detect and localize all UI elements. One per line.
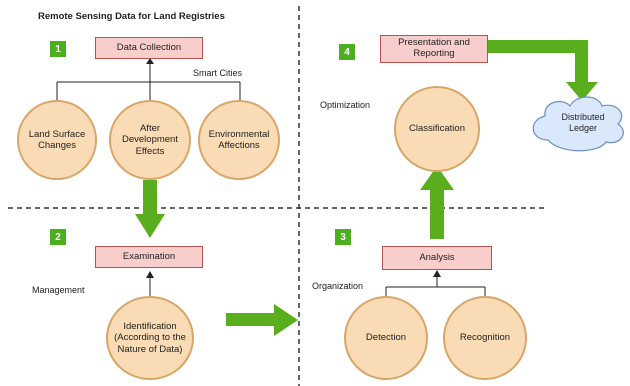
q1-badge: 1 xyxy=(50,41,66,57)
q3-arrowhead xyxy=(433,270,441,277)
q1-connector xyxy=(56,60,241,100)
arrow-q2-to-q3 xyxy=(226,304,298,336)
smart-cities-label: Smart Cities xyxy=(193,68,243,78)
ledger-cloud xyxy=(532,96,624,152)
organization-label: Organization xyxy=(312,281,364,291)
data-collection-box: Data Collection xyxy=(95,37,203,59)
arrow-q3-to-q4 xyxy=(420,166,454,239)
analysis-box: Analysis xyxy=(382,246,492,270)
identification-circle: Identification (According to the Nature … xyxy=(106,296,194,380)
recognition-circle: Recognition xyxy=(443,296,527,380)
classification-circle: Classification xyxy=(394,86,480,172)
q2-arrowhead xyxy=(146,271,154,278)
distributed-ledger-label: Distributed Ledger xyxy=(561,112,605,133)
q4-badge: 4 xyxy=(339,44,355,60)
detection-circle: Detection xyxy=(344,296,428,380)
q3-badge: 3 xyxy=(335,229,351,245)
environmental-affections-circle: Environmental Affections xyxy=(198,100,280,180)
q2-badge: 2 xyxy=(50,229,66,245)
arrow-q4-to-ledger xyxy=(487,40,598,101)
after-development-effects-circle: After Development Effects xyxy=(109,100,191,180)
presentation-reporting-box: Presentation and Reporting xyxy=(380,35,488,63)
q1-arrowhead xyxy=(146,58,154,64)
land-surface-changes-circle: Land Surface Changes xyxy=(17,100,97,180)
management-label: Management xyxy=(32,285,85,295)
examination-box: Examination xyxy=(95,246,203,268)
diagram-title: Remote Sensing Data for Land Registries xyxy=(38,11,225,22)
arrow-q1-to-q2 xyxy=(135,180,165,238)
optimization-label: Optimization xyxy=(320,100,371,110)
